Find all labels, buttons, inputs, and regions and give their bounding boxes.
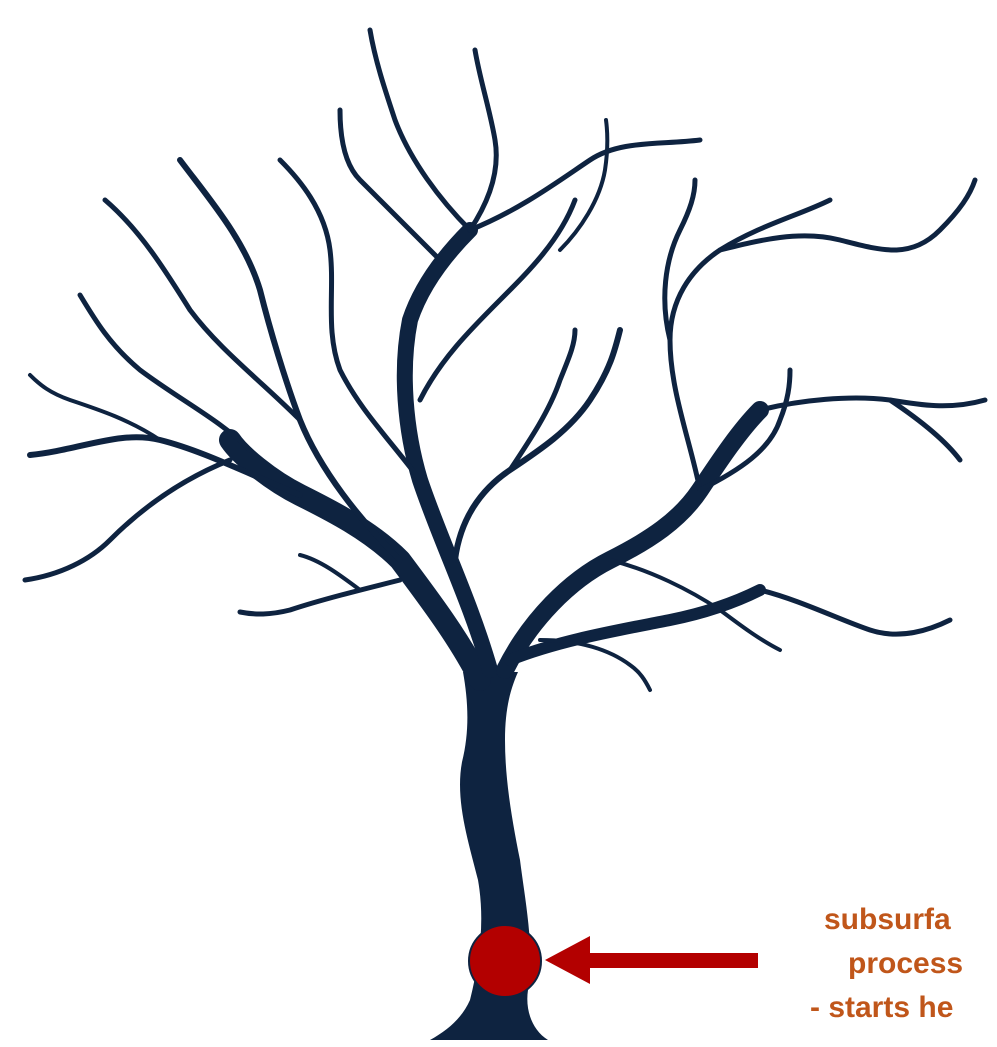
tree-limb-center	[405, 230, 490, 670]
tree-branch	[455, 330, 620, 560]
tree-branch	[280, 160, 420, 480]
tree-branch	[665, 180, 695, 340]
tree-branch	[105, 200, 300, 420]
subsurface-annotation: subsurfa process - starts he	[810, 898, 997, 1030]
tree-branch	[760, 398, 985, 410]
tree-branch	[420, 200, 575, 400]
annotation-line-2: process	[810, 942, 997, 986]
tree-branch	[240, 580, 400, 614]
annotation-line-1: subsurfa	[810, 898, 997, 942]
pointer-arrow	[545, 936, 758, 984]
annotation-line-3: - starts he	[810, 986, 997, 1030]
tree-branch	[80, 295, 250, 450]
tree-illustration	[25, 30, 985, 1040]
tree-branch	[890, 400, 960, 460]
tree-branch	[560, 120, 607, 250]
tree-branch	[720, 180, 975, 250]
tree-branch	[610, 560, 780, 650]
tree-branch	[470, 50, 496, 230]
subsurface-marker	[469, 925, 541, 997]
tree-branch	[25, 460, 230, 580]
arrow-shaft	[575, 953, 758, 968]
tree-branch	[760, 590, 950, 634]
tree-branch	[30, 375, 160, 440]
arrow-head	[545, 936, 590, 984]
tree-branch	[370, 30, 470, 230]
tree-branch	[300, 555, 360, 590]
tree-branch	[340, 110, 440, 260]
